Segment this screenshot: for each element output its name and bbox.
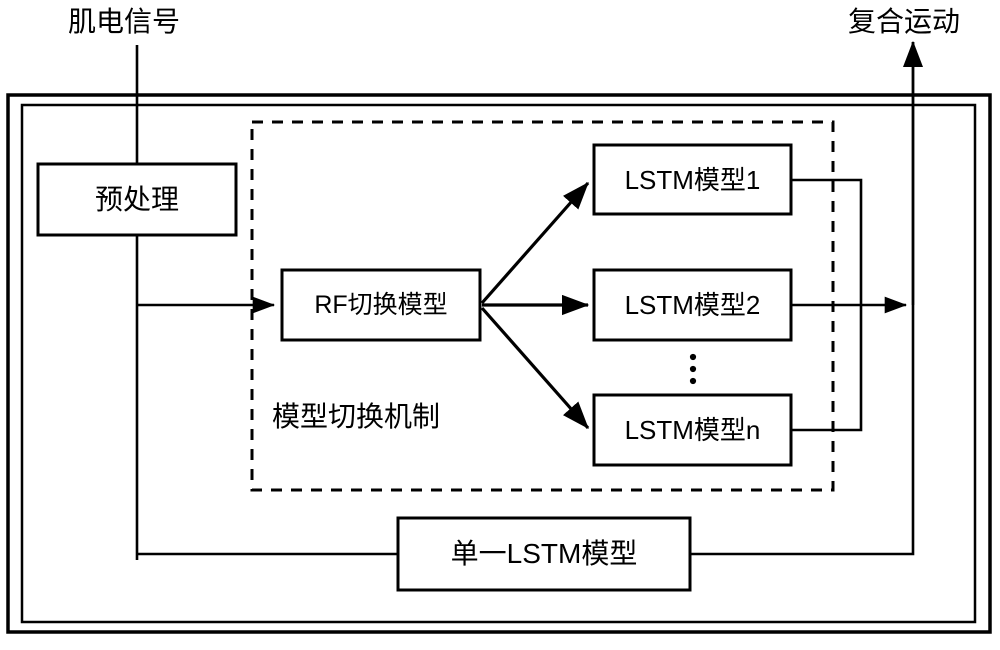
preprocess-node-box	[36, 162, 238, 237]
edge-rf-to-lstm-n	[480, 306, 590, 430]
emg-input-label: 肌电信号	[68, 6, 181, 37]
edge-single-lstm-to-output-riser	[690, 305, 915, 556]
lstm-model-1-node-box	[592, 143, 793, 216]
rf-switch-model-node-box	[280, 268, 482, 342]
ellipsis-dot	[689, 353, 697, 361]
lstm-model-n-node-box	[592, 393, 793, 467]
edge-lstm-n-to-merge-bus	[791, 305, 863, 432]
edge-rf-to-lstm-1	[480, 181, 590, 305]
single-lstm-model-node-box	[396, 516, 692, 592]
outer-system-boundary	[6, 93, 992, 634]
inner-system-boundary	[20, 103, 977, 624]
edge-lstm-1-to-merge-bus	[791, 178, 863, 305]
composite-motion-output-label: 复合运动	[848, 6, 961, 37]
ellipsis-dot	[689, 377, 697, 385]
ellipsis-dot	[689, 365, 697, 373]
model-switching-mechanism-label: 模型切换机制	[272, 401, 441, 432]
lstm-model-2-node-box	[592, 268, 793, 342]
